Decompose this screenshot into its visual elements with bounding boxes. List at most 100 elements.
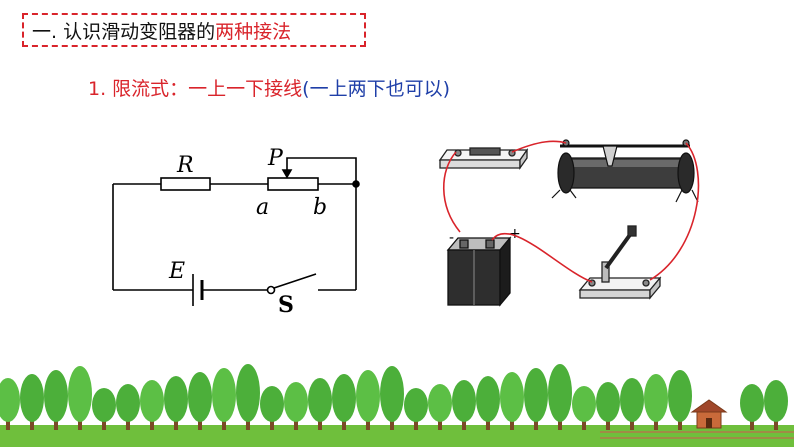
label-b: b xyxy=(313,195,327,220)
tree-crown xyxy=(740,384,764,422)
tree-crown xyxy=(572,386,596,422)
tree-trunk xyxy=(222,416,226,430)
tree-crown xyxy=(500,372,524,422)
tree-trunk xyxy=(438,416,442,430)
tree-trunk xyxy=(270,416,274,430)
tree-crown xyxy=(68,366,92,422)
tree-trunk xyxy=(318,416,322,430)
house-icon xyxy=(690,399,728,429)
slider-wire xyxy=(286,157,357,184)
tree-crown xyxy=(164,376,188,422)
tree-crown xyxy=(428,384,452,422)
tree-crown xyxy=(644,374,668,422)
tree-trunk xyxy=(390,416,394,430)
resistor-board xyxy=(438,147,529,171)
tree-trunk xyxy=(6,416,10,430)
tree-crown xyxy=(380,366,404,422)
wire-rheostat-switch xyxy=(649,142,700,281)
tree-crown xyxy=(620,378,644,422)
tree-crown xyxy=(524,368,548,422)
battery-minus: - xyxy=(449,230,454,246)
tree-crown xyxy=(764,380,788,422)
tree-trunk xyxy=(54,416,58,430)
tree-trunk xyxy=(102,416,106,430)
wire-board-rheostat xyxy=(511,140,567,153)
tree-trunk xyxy=(630,416,634,430)
tree-trunk xyxy=(414,416,418,430)
slider-arrow xyxy=(281,169,293,179)
label-e: E xyxy=(168,259,185,284)
tree-trunk xyxy=(78,416,82,430)
tree-trunk xyxy=(558,416,562,430)
tree-trunk xyxy=(342,416,346,430)
tree-crown xyxy=(20,374,44,422)
tree-crown xyxy=(188,372,212,422)
tree-trunk xyxy=(486,416,490,430)
apparatus-illustration: + - xyxy=(438,139,700,307)
tree-crown xyxy=(548,364,572,422)
circuit-diagram xyxy=(112,157,360,306)
section-title: 一. 认识滑动变阻器的两种接法 xyxy=(22,13,366,47)
rheostat-device xyxy=(551,139,699,203)
switch-blade xyxy=(273,273,317,289)
tree-crown xyxy=(284,382,308,422)
tree-crown xyxy=(44,370,68,422)
label-s: S xyxy=(278,292,294,318)
tree-crown xyxy=(140,380,164,422)
tree-trunk xyxy=(174,416,178,430)
tree-crown xyxy=(404,388,428,422)
tree-trunk xyxy=(30,416,34,430)
rheostat xyxy=(267,177,319,191)
label-a: a xyxy=(256,195,269,220)
switch-pivot xyxy=(266,285,276,295)
tree-trunk xyxy=(582,416,586,430)
subtitle-main: 1. 限流式：一上一下接线 xyxy=(88,78,303,100)
red-wires xyxy=(442,140,700,283)
tree-trunk xyxy=(366,416,370,430)
wire-board-battery xyxy=(442,151,461,233)
tree-crown xyxy=(332,374,356,422)
tree-trunk xyxy=(462,416,466,430)
subtitle-note: (一上两下也可以) xyxy=(302,78,450,100)
tree-crown xyxy=(308,378,332,422)
decorative-scenery xyxy=(0,364,794,447)
tree-trunk xyxy=(510,416,514,430)
section-title-highlight: 两种接法 xyxy=(215,20,292,43)
tree-crown xyxy=(476,376,500,422)
tree-crown xyxy=(596,382,620,422)
resistor-r xyxy=(160,177,211,191)
subtitle: 1. 限流式：一上一下接线(一上两下也可以) xyxy=(88,74,450,101)
tree-trunk xyxy=(678,416,682,430)
tree-trunk xyxy=(246,416,250,430)
tree-crown xyxy=(260,386,284,422)
tree-trunk xyxy=(774,416,778,430)
tree-trunk xyxy=(150,416,154,430)
wire-battery-switch xyxy=(491,232,593,283)
knife-switch xyxy=(578,225,662,300)
label-p: P xyxy=(267,146,284,171)
tree-trunk xyxy=(534,416,538,430)
tree-row xyxy=(0,364,788,430)
tree-crown xyxy=(452,380,476,422)
tree-crown xyxy=(92,388,116,422)
tree-crown xyxy=(668,370,692,422)
section-title-prefix: 一. 认识滑动变阻器的 xyxy=(32,20,216,43)
tree-crown xyxy=(116,384,140,422)
tree-trunk xyxy=(294,416,298,430)
tree-trunk xyxy=(126,416,130,430)
tree-trunk xyxy=(750,416,754,430)
tree-crown xyxy=(356,370,380,422)
label-r: R xyxy=(176,153,194,178)
tree-trunk xyxy=(654,416,658,430)
tree-crown xyxy=(0,378,20,422)
battery-plus: + xyxy=(509,226,521,242)
tree-crown xyxy=(212,368,236,422)
battery-pack xyxy=(446,236,512,307)
fence xyxy=(600,431,794,439)
circuit-labels: R P a b E S xyxy=(168,146,327,318)
tree-trunk xyxy=(198,416,202,430)
grass-strip xyxy=(0,425,794,447)
tree-crown xyxy=(236,364,260,422)
tree-trunk xyxy=(606,416,610,430)
